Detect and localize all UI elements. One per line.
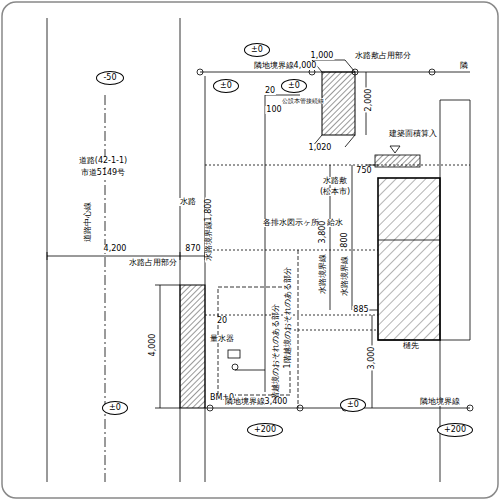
elevation-ellipse: ±0 [244, 43, 270, 57]
drawing-annotation: 隣地境界線3,400 [224, 398, 289, 406]
drawing-annotation: 建築面積算入 [388, 130, 438, 138]
drawing-annotation: 道路(42-1-1) [78, 157, 128, 165]
drawing-annotation: 樋先 [402, 342, 420, 350]
drawing-annotation: 隣地境界線4,000 [253, 62, 318, 70]
drawing-annotation: 各排水図示ヶ所へ給水 [262, 219, 344, 227]
drawing-annotation: 水路 [179, 198, 197, 206]
linework [47, 18, 473, 482]
drawing-annotation: (松本市) [319, 188, 351, 196]
drawing-annotation: 水路敷占用部分 [354, 52, 412, 60]
elevation-ellipse: -50 [96, 71, 124, 85]
drawing-annotation: 800 [341, 231, 349, 248]
elevation-value: +200 [254, 426, 276, 434]
drawing-annotation: 20 [216, 317, 228, 325]
elevation-ellipse: +200 [247, 423, 283, 437]
drawing-annotation: 885 [352, 306, 369, 314]
elevation-value: ±0 [220, 82, 232, 90]
elevation-value: ±0 [288, 82, 300, 90]
elevation-value: ±0 [109, 404, 121, 412]
elevation-value: ±0 [347, 401, 359, 409]
drawing-annotation: 3,800 [319, 220, 327, 245]
elevation-ellipse: ±0 [102, 401, 128, 415]
drawing-annotation: 水路境界線 [319, 253, 327, 295]
drawing-annotation: 4,200 [103, 245, 128, 253]
drawing-annotation: 水路境界線1,800 [205, 198, 213, 263]
elevation-value: +200 [444, 426, 466, 434]
elevation-value: ±0 [251, 46, 263, 54]
drawing-annotation: 水路敷 [322, 177, 348, 185]
drawing-annotation: 1,000 [310, 52, 335, 60]
drawing-annotation: 隣地境界線 [419, 398, 461, 406]
drawing-annotation: 100 [265, 106, 282, 114]
elevation-ellipse: +200 [437, 423, 473, 437]
drawing-annotation: 市道5149号 [80, 169, 126, 177]
drawing-annotation: 4,000 [149, 333, 157, 358]
drawing-annotation: 870 [184, 245, 201, 253]
drawing-annotation: 2階越境のおそれのある部分 [272, 303, 280, 406]
drawing-annotation: 1階越境のおそれのある部分 [284, 266, 292, 369]
drawing-annotation: 750 [355, 167, 372, 175]
elevation-ellipse: ±0 [281, 79, 307, 93]
elevation-ellipse: ±0 [213, 79, 239, 93]
drawing-annotation: 3,000 [368, 346, 376, 371]
elevation-value: -50 [103, 74, 116, 82]
elevation-ellipse: ±0 [340, 398, 366, 412]
drawing-annotation: 隣 [459, 62, 469, 70]
drawing-annotation: 20 [264, 87, 276, 95]
drawing-annotation: 水路境界線 [341, 255, 349, 297]
drawing-annotation: 道路中心線 [84, 201, 92, 243]
drawing-annotation: 1,020 [308, 144, 333, 152]
drawing-annotation: 2,000 [365, 88, 373, 113]
drawing-annotation: 水路占用部分 [128, 259, 178, 267]
drawing-annotation: 量水器 [209, 335, 235, 343]
drawing-annotation: 公設本管接続線 [281, 98, 325, 104]
